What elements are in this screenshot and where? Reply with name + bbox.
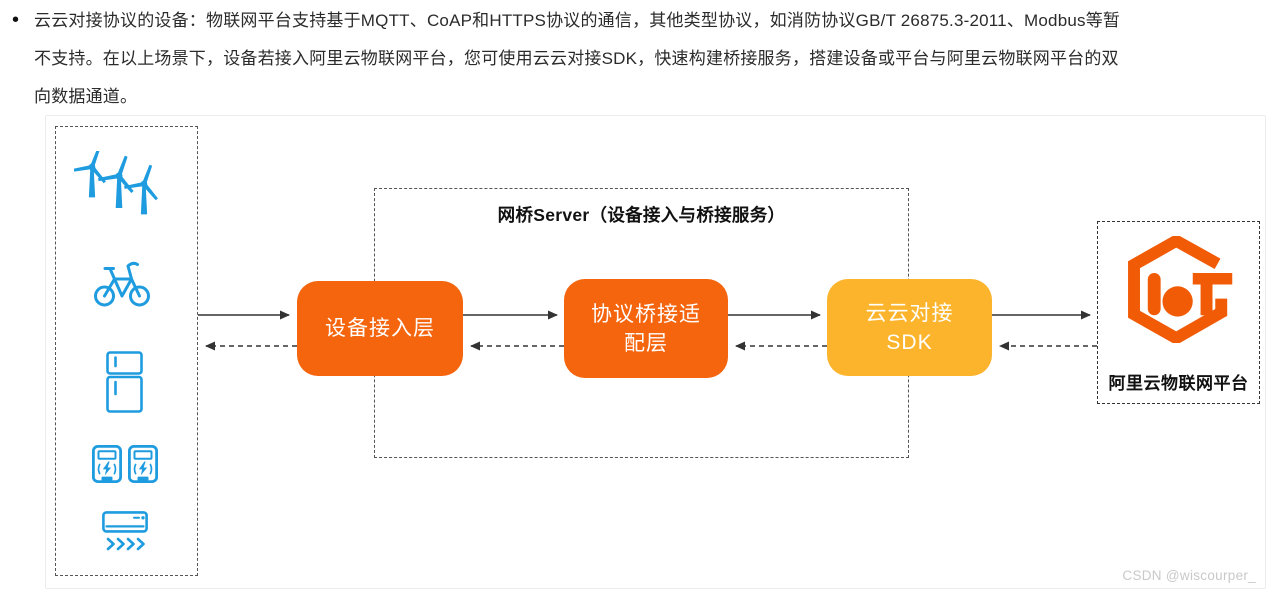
aliyun-iot-logo-icon	[1127, 236, 1232, 343]
device-types-panel	[55, 126, 198, 576]
bicycle-icon	[94, 261, 150, 307]
node-label: SDK	[886, 330, 933, 354]
platform-label: 阿里云物联网平台	[1108, 374, 1249, 393]
paragraph-line-1: 云云对接协议的设备：物联网平台支持基于MQTT、CoAP和HTTPS协议的通信，…	[34, 11, 1121, 30]
bullet-dot: •	[12, 9, 20, 31]
bullet-paragraph: • 云云对接协议的设备：物联网平台支持基于MQTT、CoAP和HTTPS协议的通…	[12, 2, 1121, 116]
paragraph-line-3: 向数据通道。	[34, 87, 138, 106]
node-protocol-bridge-adapter-layer: 协议桥接适 配层	[564, 279, 728, 378]
wind-turbines-icon	[74, 151, 159, 215]
aliyun-iot-platform-box: 阿里云物联网平台	[1097, 221, 1260, 404]
csdn-watermark: CSDN @wiscourper_	[1122, 568, 1256, 583]
node-label: 设备接入层	[325, 317, 435, 340]
smart-meters-icon	[92, 445, 158, 483]
node-cloud-cloud-sdk: 云云对接 SDK	[827, 279, 992, 376]
refrigerator-icon	[106, 351, 143, 413]
node-label: 配层	[624, 331, 668, 355]
air-conditioner-icon	[102, 511, 148, 551]
architecture-diagram: 网桥Server（设备接入与桥接服务） 设备接入层 协议桥接适 配层 云云对接 …	[45, 115, 1266, 589]
node-device-access-layer: 设备接入层	[297, 281, 463, 376]
bridge-server-title: 网桥Server（设备接入与桥接服务）	[497, 205, 786, 225]
paragraph-line-2: 不支持。在以上场景下，设备若接入阿里云物联网平台，您可使用云云对接SDK，快速构…	[34, 49, 1119, 68]
node-label: 云云对接	[865, 301, 954, 325]
node-label: 协议桥接适	[591, 302, 701, 326]
